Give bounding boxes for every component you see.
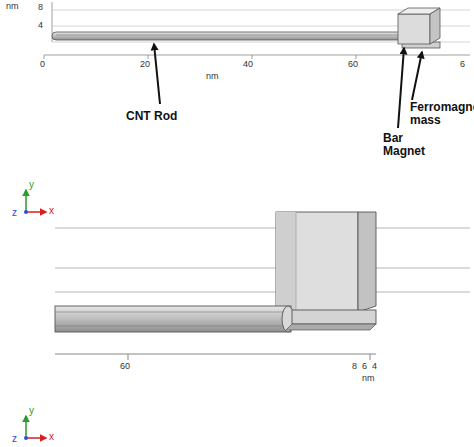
top-view (24, 2, 470, 214)
axis-name: x (49, 206, 54, 217)
tick-label: 4 (372, 362, 377, 371)
axis-name: y (29, 180, 34, 191)
part-label: Bar Magnet (383, 132, 435, 157)
cnt-rod (52, 32, 404, 40)
tick-label: 8 (38, 3, 43, 12)
bar-magnet (276, 212, 358, 312)
axis-name: x (49, 432, 54, 443)
tick-label: 0 (40, 60, 45, 69)
tick-label: nm (6, 2, 19, 11)
tick-label: 8 (352, 362, 357, 371)
axis-name: z (12, 434, 17, 445)
tick-label: 6 (460, 60, 465, 69)
part-label: Ferromagnetic mass (410, 101, 472, 126)
axis-name: z (12, 208, 17, 219)
ferromagnetic-mass (292, 310, 376, 324)
tick-label: 4 (38, 21, 43, 30)
tick-label: 40 (243, 60, 253, 69)
axis-name: y (29, 406, 34, 417)
bar-magnet (398, 14, 430, 44)
cnt-rod (55, 306, 291, 332)
tick-label: 6 (362, 362, 367, 371)
leader-arrow (398, 48, 404, 128)
tick-label: 60 (348, 60, 358, 69)
zoomed-view (24, 212, 470, 440)
tick-label: 60 (120, 362, 130, 371)
tick-label: nm (362, 374, 375, 383)
tick-label: 20 (140, 60, 150, 69)
part-label: CNT Rod (126, 110, 177, 123)
tick-label: nm (206, 72, 219, 81)
leader-arrow (154, 44, 160, 104)
leader-arrow (412, 52, 422, 100)
